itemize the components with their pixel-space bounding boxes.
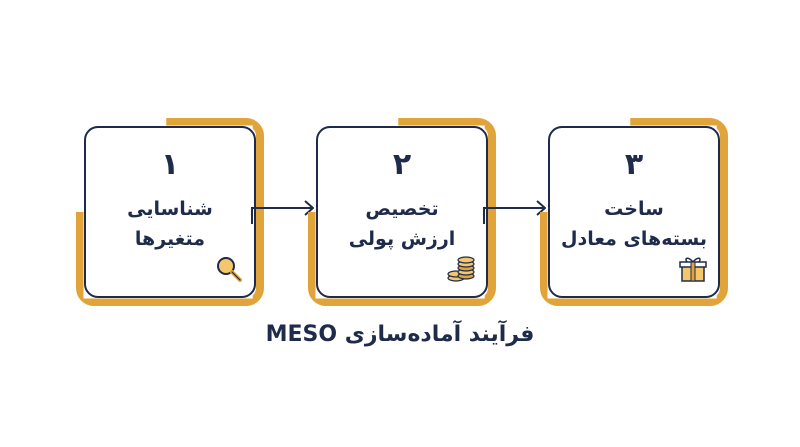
step-2-number: ۲ [392, 147, 412, 182]
step-3-accent-frame [540, 118, 728, 306]
step-3-label-line2: بسته‌های معادل [561, 228, 707, 250]
step-2-label-line2: ارزش پولی [348, 228, 456, 250]
diagram-caption: فرآیند آماده‌سازی MESO [265, 322, 535, 347]
step-3-number: ۳ [624, 147, 644, 182]
arrow-1-to-2 [251, 200, 314, 224]
step-1-label-line2: متغیرها [134, 228, 206, 250]
step-2-label-line1: تخصیص [365, 198, 439, 220]
step-3-label-line1: ساخت [604, 198, 664, 220]
step-1-label-line1: شناسایی [127, 198, 213, 220]
magnifier-icon [217, 257, 242, 282]
step-1-label: شناسایی متغیرها [96, 194, 244, 254]
coins-icon [447, 256, 475, 282]
step-2-label: تخصیص ارزش پولی [328, 194, 476, 254]
step-1-card: ۱ شناسایی متغیرها [84, 126, 256, 298]
step-1-number: ۱ [160, 147, 180, 182]
step-1-accent-frame [76, 118, 264, 306]
step-3-card: ۳ ساخت بسته‌های معادل [548, 126, 720, 298]
gift-icon [679, 257, 707, 282]
step-2-card: ۲ تخصیص ارزش پولی [316, 126, 488, 298]
arrow-2-to-3 [483, 200, 546, 224]
step-1-box: ۱ شناسایی متغیرها [76, 118, 264, 306]
step-3-box: ۳ ساخت بسته‌های معادل [540, 118, 728, 306]
step-2-accent-frame [308, 118, 496, 306]
step-3-label: ساخت بسته‌های معادل [560, 194, 708, 254]
step-2-box: ۲ تخصیص ارزش پولی [308, 118, 496, 306]
